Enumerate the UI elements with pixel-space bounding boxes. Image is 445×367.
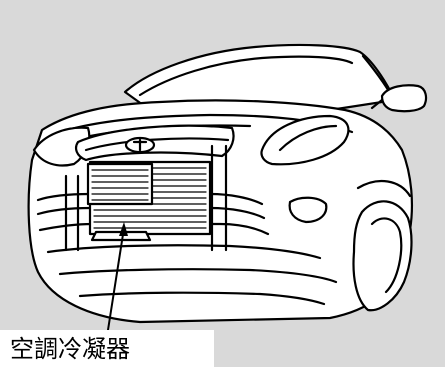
- condenser: [86, 160, 212, 236]
- roof-and-windshield: [123, 43, 398, 112]
- upper-grille: [75, 124, 235, 162]
- label-box: [0, 330, 214, 367]
- front-wheel: [352, 180, 413, 312]
- condenser-label: 空調冷凝器: [10, 335, 130, 363]
- side-mirror: [370, 84, 428, 113]
- fog-light: [288, 196, 328, 224]
- leader-line: [107, 222, 128, 331]
